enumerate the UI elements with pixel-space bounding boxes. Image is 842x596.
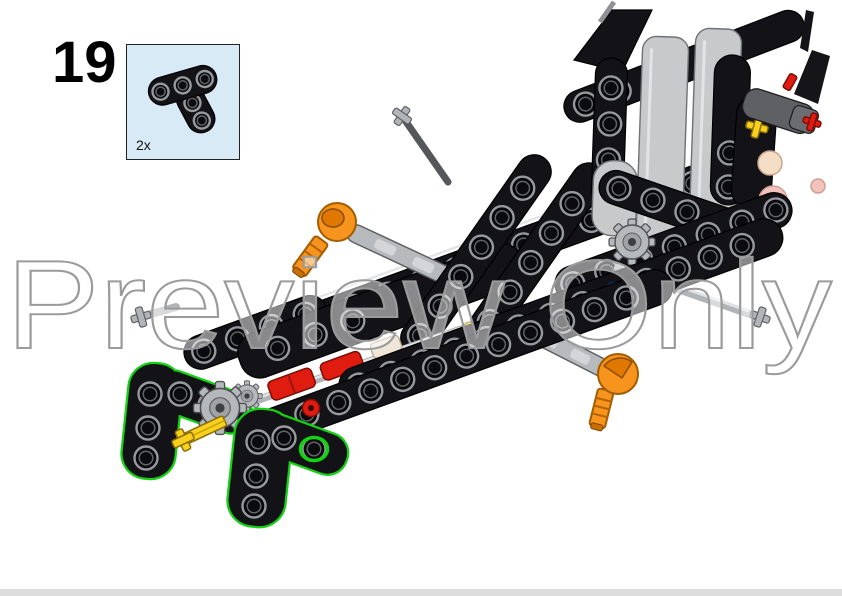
steering-link-left bbox=[292, 202, 466, 290]
technic-t-beam-part-icon bbox=[147, 64, 218, 134]
tower-top-axle bbox=[597, 0, 617, 24]
round-piece-tan bbox=[757, 150, 783, 176]
t-beam-top-bar bbox=[147, 64, 218, 106]
preview-watermark: Preview Only bbox=[6, 234, 832, 375]
t-beam-3x3-black-new-right bbox=[226, 407, 350, 529]
black-thin-piece bbox=[800, 10, 814, 52]
axle-connector-red-1 bbox=[267, 367, 316, 401]
parts-callout-box: 2x bbox=[126, 44, 240, 160]
highlight-hole-circle bbox=[298, 435, 330, 463]
page-divider bbox=[0, 589, 842, 596]
axle-stub-left bbox=[128, 303, 180, 330]
axle-gray-3l bbox=[398, 112, 452, 186]
steering-ball-joint-orange-left bbox=[292, 202, 357, 279]
rear-tower bbox=[563, 0, 830, 256]
black-angled-piece bbox=[794, 50, 830, 104]
round-piece-pink-tip bbox=[810, 178, 826, 194]
part-quantity-label: 2x bbox=[136, 137, 151, 153]
red-pin-bit bbox=[782, 73, 798, 91]
bush-red bbox=[301, 398, 321, 418]
cross-axle-end-red bbox=[802, 112, 822, 132]
axle-yellow-3l bbox=[171, 415, 228, 452]
step-number: 19 bbox=[52, 30, 117, 95]
steering-ball-joint-orange-right bbox=[588, 353, 639, 432]
